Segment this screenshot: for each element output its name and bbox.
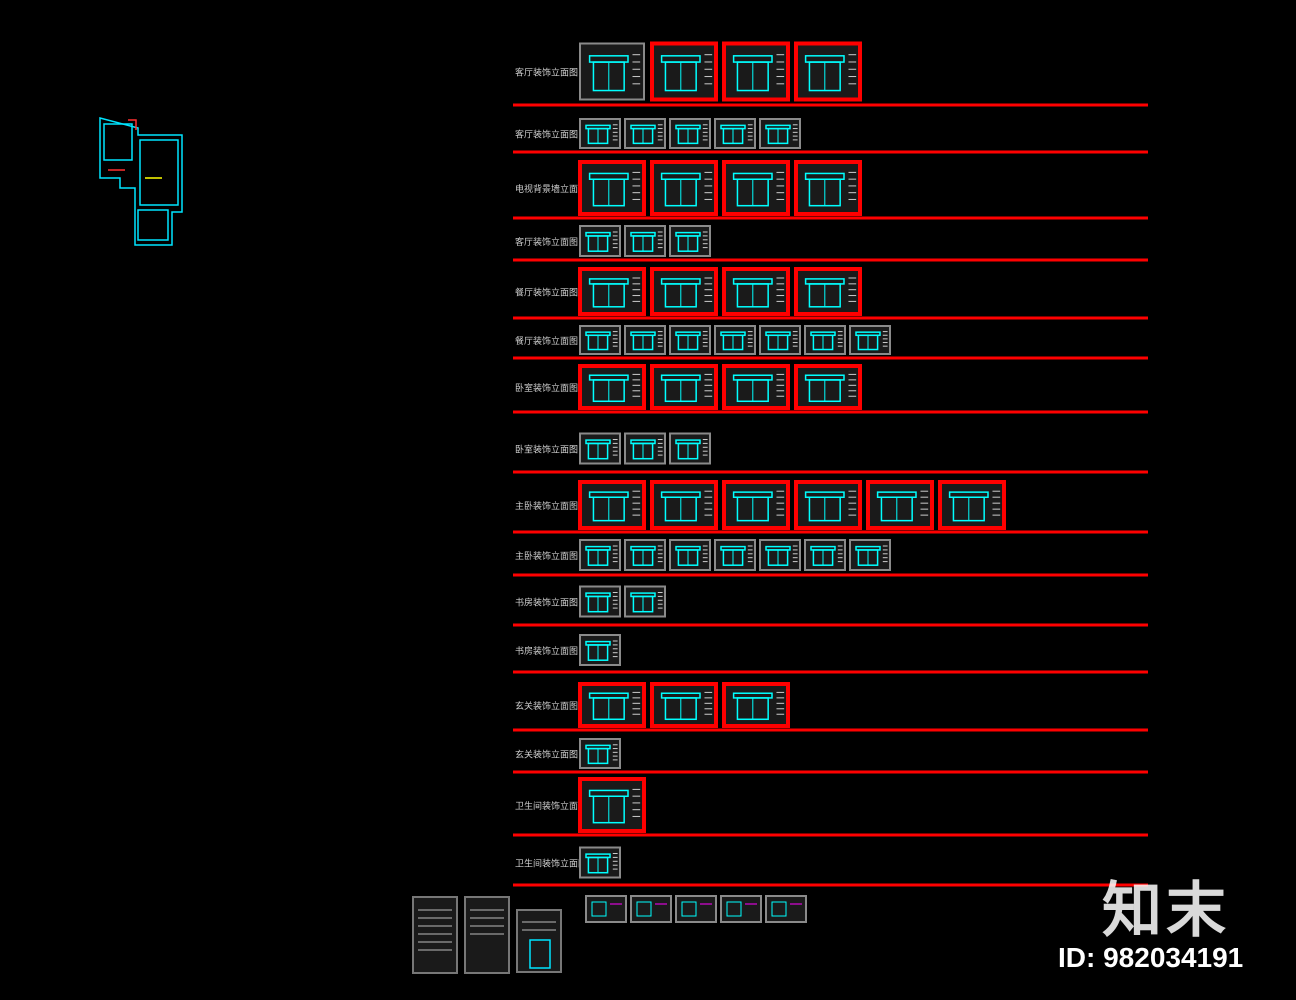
elevation-sheet-highlighted[interactable]: [650, 41, 718, 102]
sheet-group-row: 玄关装饰立面图: [513, 682, 1148, 732]
elevation-sheet-highlighted[interactable]: [722, 480, 790, 530]
row-label: 客厅装饰立面图: [515, 236, 578, 248]
brand-watermark: 知末: [1102, 876, 1230, 946]
row-label: 主卧装饰立面图: [515, 550, 578, 562]
row-label: 卫生间装饰立面图: [515, 800, 587, 812]
elevation-sheet[interactable]: [579, 738, 621, 769]
elevation-sheet[interactable]: [669, 225, 711, 257]
row-label: 客厅装饰立面图: [515, 67, 578, 79]
elevation-sheet[interactable]: [759, 539, 801, 571]
elevation-sheet-highlighted[interactable]: [578, 364, 646, 410]
elevation-sheet[interactable]: [714, 539, 756, 571]
elevation-sheet[interactable]: [669, 325, 711, 355]
sheet-group-row: 主卧装饰立面图: [513, 539, 1148, 577]
elevation-sheet-highlighted[interactable]: [650, 160, 718, 216]
sheet-group-row: 电视背景墙立面图: [513, 160, 1148, 220]
elevation-sheet-highlighted[interactable]: [938, 480, 1006, 530]
sheet-group-row: 客厅装饰立面图: [513, 118, 1148, 154]
elevation-sheet-highlighted[interactable]: [722, 41, 790, 102]
elevation-sheet[interactable]: [579, 118, 621, 149]
elevation-sheet[interactable]: [849, 539, 891, 571]
elevation-sheet[interactable]: [714, 118, 756, 149]
row-label: 玄关装饰立面图: [515, 749, 578, 761]
elevation-sheet-highlighted[interactable]: [650, 480, 718, 530]
elevation-sheet-highlighted[interactable]: [650, 364, 718, 410]
sheet-group-row: 主卧装饰立面图: [513, 480, 1148, 534]
elevation-sheet[interactable]: [804, 325, 846, 355]
elevation-sheet-highlighted[interactable]: [578, 267, 646, 316]
elevation-sheet[interactable]: [579, 42, 645, 101]
elevation-sheet-highlighted[interactable]: [578, 777, 646, 833]
floor-plan: [99, 117, 183, 246]
row-label: 玄关装饰立面图: [515, 700, 578, 712]
elevation-sheet[interactable]: [624, 585, 666, 618]
elevation-sheet-highlighted[interactable]: [722, 682, 790, 728]
id-label: ID: 982034191: [1058, 942, 1244, 973]
sheet-group-row: 书房装饰立面图: [513, 634, 1148, 674]
sheet-group-row: 书房装饰立面图: [513, 585, 1148, 627]
elevation-sheet-highlighted[interactable]: [794, 480, 862, 530]
elevation-sheet-highlighted[interactable]: [578, 160, 646, 216]
row-label: 客厅装饰立面图: [515, 129, 578, 141]
sheet-group-row: 卫生间装饰立面图: [513, 777, 1148, 837]
elevation-sheet[interactable]: [849, 325, 891, 355]
sheet-group-row: 卫生间装饰立面图: [513, 846, 1148, 887]
elevation-sheet[interactable]: [669, 539, 711, 571]
elevation-sheet-highlighted[interactable]: [722, 267, 790, 316]
sheet-group-row: 餐厅装饰立面图: [513, 267, 1148, 320]
detail-sheet[interactable]: [630, 895, 672, 923]
elevation-sheet-highlighted[interactable]: [578, 682, 646, 728]
elevation-sheet-highlighted[interactable]: [794, 41, 862, 102]
elevation-sheet[interactable]: [624, 432, 666, 465]
elevation-sheet[interactable]: [579, 539, 621, 571]
elevation-sheet-highlighted[interactable]: [794, 364, 862, 410]
elevation-sheet[interactable]: [579, 634, 621, 666]
elevation-sheet[interactable]: [759, 325, 801, 355]
elevation-sheet[interactable]: [624, 118, 666, 149]
row-label: 主卧装饰立面图: [515, 500, 578, 512]
elevation-sheet[interactable]: [759, 118, 801, 149]
elevation-sheet-highlighted[interactable]: [794, 267, 862, 316]
elevation-sheet[interactable]: [669, 432, 711, 465]
elevation-sheet[interactable]: [804, 539, 846, 571]
row-label: 餐厅装饰立面图: [515, 335, 578, 347]
sheet-group-row: 玄关装饰立面图: [513, 738, 1148, 774]
elevation-sheet[interactable]: [624, 539, 666, 571]
elevation-sheet[interactable]: [579, 585, 621, 618]
elevation-sheet-highlighted[interactable]: [794, 160, 862, 216]
elevation-sheet[interactable]: [624, 225, 666, 257]
sheet-group-row: 卧室装饰立面图: [513, 432, 1148, 474]
elevation-sheet[interactable]: [624, 325, 666, 355]
index-sheets: [412, 896, 562, 974]
elevation-sheet[interactable]: [579, 432, 621, 465]
row-label: 卧室装饰立面图: [515, 444, 578, 456]
row-label: 卧室装饰立面图: [515, 382, 578, 394]
sheet-group-row: 客厅装饰立面图: [513, 41, 1148, 107]
sheet-group-row: 餐厅装饰立面图: [513, 325, 1148, 360]
row-label: 书房装饰立面图: [515, 645, 578, 657]
row-label: 书房装饰立面图: [515, 597, 578, 609]
elevation-sheet[interactable]: [579, 325, 621, 355]
elevation-sheet-highlighted[interactable]: [650, 267, 718, 316]
elevation-sheet-highlighted[interactable]: [650, 682, 718, 728]
sheet-group-row: 卧室装饰立面图: [513, 364, 1148, 414]
elevation-sheet-highlighted[interactable]: [866, 480, 934, 530]
elevation-sheet-highlighted[interactable]: [722, 364, 790, 410]
sheet-group-row: 客厅装饰立面图: [513, 225, 1148, 262]
bottom-sheet-row: [585, 895, 807, 923]
elevation-sheet-highlighted[interactable]: [722, 160, 790, 216]
elevation-sheet[interactable]: [669, 118, 711, 149]
row-label: 餐厅装饰立面图: [515, 287, 578, 299]
row-label: 电视背景墙立面图: [515, 183, 587, 195]
elevation-sheet[interactable]: [579, 225, 621, 257]
elevation-sheet[interactable]: [714, 325, 756, 355]
elevation-sheet-highlighted[interactable]: [578, 480, 646, 530]
elevation-sheet[interactable]: [579, 846, 621, 879]
row-label: 卫生间装饰立面图: [515, 858, 587, 870]
